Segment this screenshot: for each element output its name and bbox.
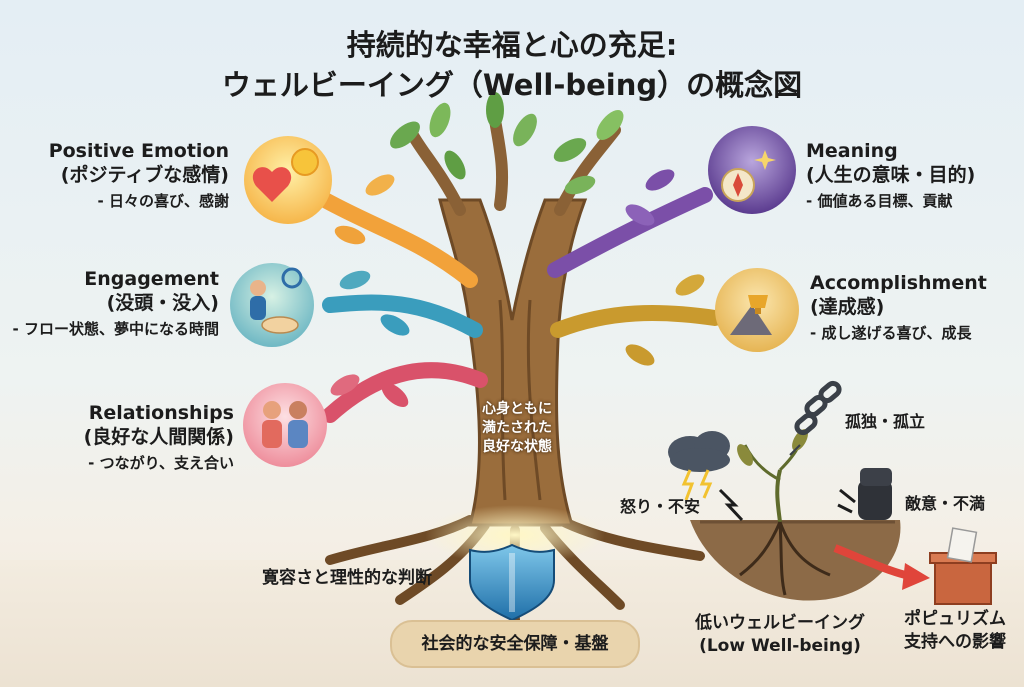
branch-engagement bbox=[322, 294, 483, 338]
populism-line2: 支持への影響 bbox=[904, 631, 1006, 652]
relationships-jp: (良好な人間関係) bbox=[83, 425, 234, 448]
label-relationships: Relationships (良好な人間関係) - つながり、支え合い bbox=[84, 402, 234, 472]
relationships-icon bbox=[243, 383, 327, 467]
label-engagement: Engagement (没頭・没入) - フロー状態、夢中になる時間 bbox=[13, 268, 219, 338]
tolerance-label: 寛容さと理性的な判断 bbox=[262, 568, 432, 588]
label-accomplishment: Accomplishment (達成感) - 成し遂げる喜び、成長 bbox=[810, 272, 987, 342]
shield-icon bbox=[469, 543, 555, 622]
populism-label: ポピュリズム 支持への影響 bbox=[890, 608, 1020, 654]
meaning-compass-icon bbox=[708, 126, 796, 214]
low-wellbeing-jp: 低いウェルビーイング bbox=[695, 613, 865, 633]
engagement-icon bbox=[230, 263, 314, 347]
accomplishment-jp: (達成感) bbox=[810, 295, 885, 318]
trunk-text-line2: 満たされた bbox=[482, 419, 552, 436]
trunk-text: 心身ともに 満たされた 良好な状態 bbox=[462, 400, 572, 457]
leaves bbox=[330, 92, 705, 407]
ballot-box-icon bbox=[929, 527, 997, 605]
branch-meaning bbox=[547, 187, 713, 278]
title-line1: 持続的な幸福と心の充足: bbox=[346, 28, 678, 62]
meaning-en: Meaning bbox=[806, 140, 898, 162]
low-wellbeing-en: (Low Well-being) bbox=[699, 635, 861, 656]
hostility-label: 敵意・不満 bbox=[905, 494, 986, 513]
relationships-sub: - つながり、支え合い bbox=[88, 453, 234, 472]
positive-emotion-en: Positive Emotion bbox=[48, 140, 229, 162]
label-meaning: Meaning (人生の意味・目的) - 価値ある目標、貢献 bbox=[806, 140, 975, 210]
relationships-en: Relationships bbox=[88, 402, 234, 424]
safety-badge: 社会的な安全保障・基盤 bbox=[390, 620, 640, 668]
branch-relationships bbox=[322, 362, 488, 423]
engagement-sub: - フロー状態、夢中になる時間 bbox=[12, 319, 219, 338]
accomplishment-sub: - 成し遂げる喜び、成長 bbox=[810, 323, 972, 342]
engagement-jp: (没頭・没入) bbox=[106, 291, 219, 314]
storm-cloud-icon bbox=[668, 431, 744, 522]
title-line2: ウェルビーイング（Well-being）の概念図 bbox=[221, 68, 803, 102]
anger-label: 怒り・不安 bbox=[620, 497, 701, 516]
branch-positive bbox=[317, 192, 478, 288]
meaning-jp: (人生の意味・目的) bbox=[806, 163, 976, 186]
trunk-text-line3: 良好な状態 bbox=[482, 438, 552, 455]
accomplishment-en: Accomplishment bbox=[810, 272, 987, 294]
meaning-sub: - 価値ある目標、貢献 bbox=[806, 191, 953, 210]
wilted-plant-icon bbox=[690, 429, 901, 601]
tree-trunk bbox=[438, 198, 588, 527]
trunk-text-line1: 心身ともに bbox=[482, 401, 552, 417]
branch-accomplishment bbox=[550, 305, 723, 338]
label-positive-emotion: Positive Emotion (ポジティブな感情) - 日々の喜び、感謝 bbox=[49, 140, 229, 210]
positive-emotion-icon bbox=[244, 136, 332, 224]
fist-icon bbox=[837, 468, 892, 520]
positive-emotion-sub: - 日々の喜び、感謝 bbox=[97, 191, 229, 210]
populism-line1: ポピュリズム bbox=[904, 609, 1006, 629]
low-wellbeing-label: 低いウェルビーイング (Low Well-being) bbox=[680, 612, 880, 658]
accomplishment-trophy-icon bbox=[715, 268, 799, 352]
broken-chain-icon bbox=[789, 380, 842, 456]
positive-emotion-jp: (ポジティブな感情) bbox=[60, 163, 229, 186]
engagement-en: Engagement bbox=[84, 268, 219, 290]
isolation-label: 孤独・孤立 bbox=[845, 412, 926, 431]
